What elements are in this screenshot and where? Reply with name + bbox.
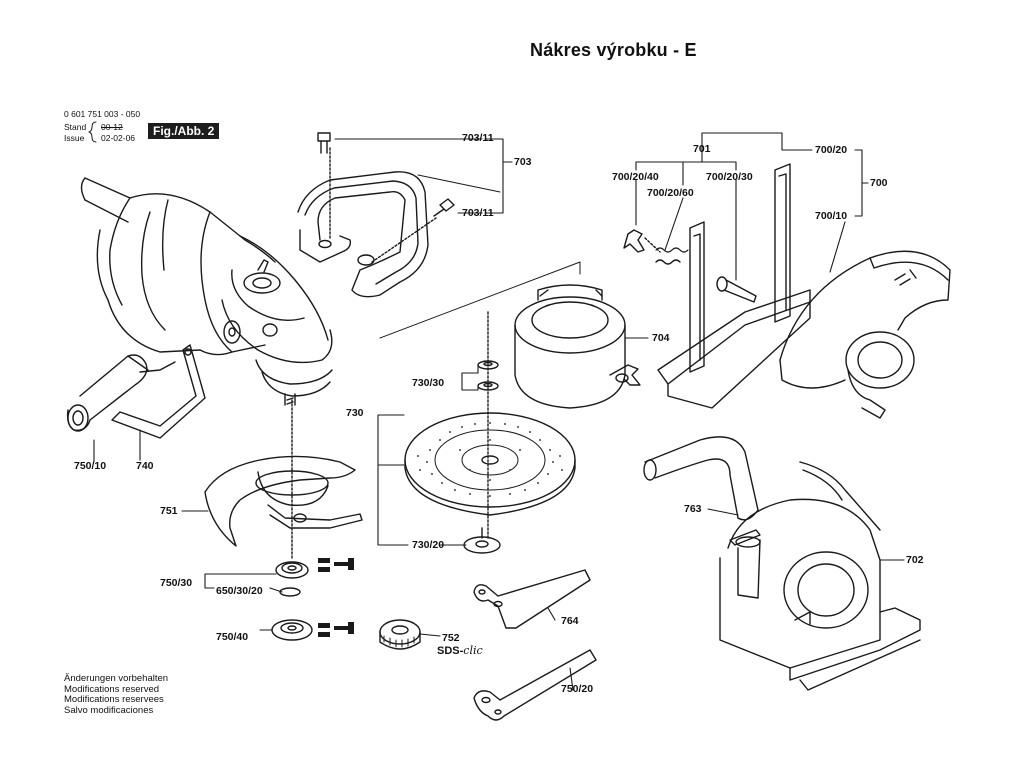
sds-suffix: clic [463,644,483,657]
washer-730-30-a [477,360,499,370]
wheel-guard-751 [204,399,363,561]
issue-label: Issue [64,133,85,143]
label-740: 740 [136,460,154,472]
label-750-20: 750/20 [561,683,594,695]
note-en: Modifications reserved [64,683,160,695]
oring-650-30-20 [279,587,301,597]
label-700-10: 700/10 [815,210,848,222]
sds-clic-label: SDS-clic [437,644,483,657]
note-es: Salvo modificaciones [64,704,154,716]
label-703-11-bottom: 703/11 [462,207,494,219]
label-730-20: 730/20 [412,539,445,551]
stand-value: 00-12 [101,122,123,132]
label-700: 700 [870,177,888,189]
extraction-hose-763 [643,436,759,521]
side-handle-750-10 [66,354,176,432]
sds-prefix: SDS- [437,645,464,657]
label-650-30-20: 650/30/20 [216,585,263,597]
stand-issue-brace [88,121,97,143]
issue-value: 02-02-06 [101,133,136,143]
label-750-10: 750/10 [74,460,107,472]
label-730: 730 [346,407,364,419]
label-700-20-40: 700/20/40 [612,171,659,183]
washer-730-30-b [477,381,499,391]
bow-handle-703 [297,132,455,298]
exploded-guide-line-730 [379,261,581,339]
callout-lines [93,132,905,691]
cutting-guard-700-10 [779,250,951,419]
flange-orientation-icons [318,558,354,637]
part-number: 0 601 751 003 - 050 [64,109,141,119]
label-764: 764 [561,615,579,627]
label-704: 704 [652,332,670,344]
sanding-plate-730 [404,412,576,516]
label-730-30: 730/30 [412,377,445,389]
stand-label: Stand [64,122,87,132]
label-700-20-30: 700/20/30 [706,171,753,183]
dust-adapter-704 [514,284,641,409]
label-700-20-60: 700/20/60 [647,187,694,199]
wing-screw-700-20-40 [623,229,661,253]
flange-750-30 [275,561,309,579]
note-de: Änderungen vorbehalten [64,673,169,684]
figure-badge: Fig./Abb. 2 [148,123,220,139]
label-751: 751 [160,505,178,517]
spring-700-20-60 [655,247,689,265]
handle-bracket-740 [111,344,206,439]
label-763: 763 [684,503,702,515]
bolt-700-20-30 [716,276,757,303]
label-750-40: 750/40 [216,631,249,643]
page-title: Nákres výrobku - E [530,40,697,60]
label-702: 702 [906,554,924,566]
pin-wrench-750-20 [473,649,597,721]
label-703-11-top: 703/11 [462,132,494,144]
label-701: 701 [693,143,711,155]
label-700-20-top: 700/20 [815,144,848,156]
label-703: 703 [514,156,532,168]
label-752: 752 [442,632,460,644]
quick-nut-752 [379,619,421,650]
modifications-notes: Änderungen vorbehalten Modifications res… [64,673,169,716]
flange-nut-750-40 [271,619,313,641]
angle-grinder-body [80,177,333,406]
label-750-30: 750/30 [160,577,193,589]
pin-wrench-764 [473,569,591,629]
cutting-guide-702 [719,461,921,691]
guide-rail-700-20 [657,163,811,409]
note-fr: Modifications reservees [64,694,164,705]
clamp-nut-730-20 [463,527,501,554]
